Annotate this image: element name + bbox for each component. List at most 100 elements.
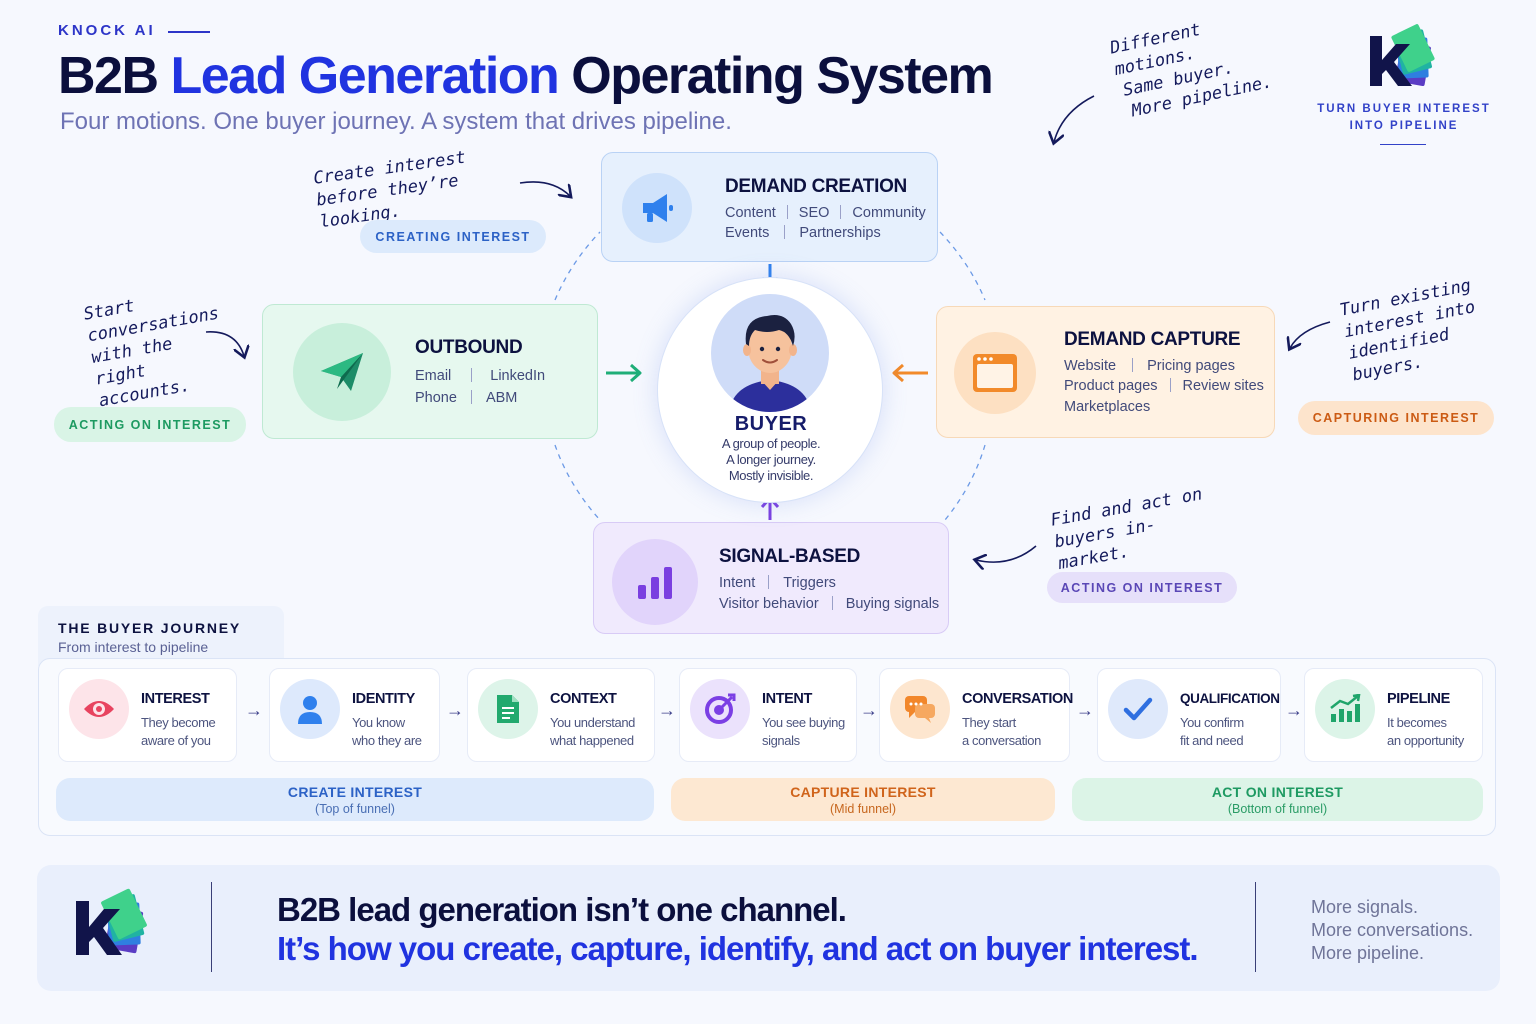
stage-title: IDENTITY <box>352 691 415 707</box>
demand-capture-row2: Product pages Review sites <box>1064 378 1264 394</box>
channel-label: Pricing pages <box>1147 358 1235 374</box>
journey-arrow-icon: → <box>860 700 878 720</box>
journey-title: THE BUYER JOURNEY <box>58 620 242 636</box>
channel-label: LinkedIn <box>490 368 546 384</box>
page-subtitle: Four motions. One buyer journey. A syste… <box>60 108 732 135</box>
journey-arrow-icon: → <box>245 700 263 720</box>
stage-title: CONVERSATION <box>962 691 1073 707</box>
stage-description-line: a conversation <box>962 733 1041 748</box>
brand-underline <box>168 31 210 33</box>
outbound-title: OUTBOUND <box>415 337 523 358</box>
stage-qualification[interactable]: QUALIFICATION You confirm fit and need <box>1097 668 1281 762</box>
stage-pipeline[interactable]: PIPELINE It becomes an opportunity <box>1304 668 1483 762</box>
channel-label: Email <box>415 368 452 384</box>
title-part2: Operating System <box>571 47 994 105</box>
signal-based-row2: Visitor behavior Buying signals <box>719 596 939 612</box>
band-subtitle: (Top of funnel) <box>315 802 395 816</box>
tagline: TURN BUYER INTEREST INTO PIPELINE <box>1310 101 1498 135</box>
funnel-band-capture: CAPTURE INTEREST (Mid funnel) <box>671 778 1055 821</box>
demand-capture-row3: Marketplaces <box>1064 399 1151 415</box>
knock-logo-footer-icon <box>76 888 147 955</box>
bar-chart-icon <box>612 539 698 625</box>
stage-description: You confirm fit and need <box>1180 714 1244 750</box>
footer-headline-line2: It’s how you create, capture, identify, … <box>277 930 1199 967</box>
stage-title: QUALIFICATION <box>1180 691 1280 706</box>
channel-label: Visitor behavior <box>719 596 819 612</box>
channel-label: Product pages <box>1064 378 1158 394</box>
buyer-description-line: Mostly invisible. <box>728 468 814 483</box>
footer-divider <box>1255 882 1256 972</box>
tagline-underline <box>1380 144 1426 145</box>
channel-label: Events <box>725 225 770 241</box>
stage-description-line: signals <box>762 733 800 748</box>
stage-title: CONTEXT <box>550 691 617 707</box>
paper-plane-icon <box>293 323 391 421</box>
demand-creation-row2: Events Partnerships <box>725 225 881 241</box>
band-title: CAPTURE INTEREST <box>790 784 936 800</box>
stage-description-line: You see buying <box>762 715 845 730</box>
capturing-interest-pill: CAPTURING INTEREST <box>1298 401 1494 435</box>
stage-description-line: fit and need <box>1180 733 1244 748</box>
buyer-title: BUYER <box>734 413 808 435</box>
megaphone-icon <box>622 173 692 243</box>
footer-panel <box>37 865 1500 991</box>
dashed-ring <box>554 231 986 521</box>
creating-interest-pill: CREATING INTEREST <box>360 220 546 253</box>
channel-label: ABM <box>485 390 518 406</box>
acting-on-interest-pill-signal: ACTING ON INTEREST <box>1047 572 1237 603</box>
stage-description-line: who they are <box>352 733 422 748</box>
footer-tagline-line: More signals. <box>1311 897 1419 917</box>
acting-on-interest-pill-outbound: ACTING ON INTEREST <box>54 407 246 442</box>
stage-description-line: It becomes <box>1387 715 1447 730</box>
stage-description: You see buying signals <box>762 714 845 750</box>
channel-label: Buying signals <box>845 596 940 612</box>
target-icon <box>690 679 750 739</box>
footer-tagline-line: More pipeline. <box>1311 943 1425 963</box>
channel-label: Community <box>852 205 926 221</box>
channel-label: Partnerships <box>799 225 881 241</box>
flow-arrow-left <box>892 363 928 383</box>
stage-description-line: You confirm <box>1180 715 1244 730</box>
journey-subtitle: From interest to pipeline <box>58 639 209 655</box>
stage-identity[interactable]: IDENTITY You know who they are <box>269 668 440 762</box>
stage-description-line: an opportunity <box>1387 733 1464 748</box>
channel-label: Intent <box>719 575 756 591</box>
stage-title: INTEREST <box>141 691 210 707</box>
hand-arrows <box>205 95 1331 562</box>
title-highlight: Lead Generation <box>170 47 559 105</box>
stage-description-line: You know <box>352 715 405 730</box>
growth-chart-icon <box>1315 679 1375 739</box>
stage-description-line: You understand <box>550 715 636 730</box>
title-part1: B2B <box>58 47 159 105</box>
stage-title: PIPELINE <box>1387 691 1450 707</box>
footer-tagline-line: More conversations. <box>1311 920 1474 940</box>
funnel-band-act: ACT ON INTEREST (Bottom of funnel) <box>1072 778 1483 821</box>
outbound-card[interactable]: OUTBOUND Email LinkedIn Phone ABM <box>262 304 598 439</box>
channel-label: SEO <box>798 205 830 221</box>
brand-name: KNOCK AI <box>58 22 156 39</box>
flow-arrow-right <box>606 363 642 383</box>
journey-arrow-icon: → <box>658 700 676 720</box>
channel-label: Review sites <box>1182 378 1264 394</box>
browser-window-icon <box>954 332 1036 414</box>
buyer-avatar-icon <box>711 294 829 412</box>
channel-label: Phone <box>415 390 457 406</box>
demand-creation-title: DEMAND CREATION <box>725 176 907 197</box>
demand-capture-title: DEMAND CAPTURE <box>1064 329 1241 350</box>
journey-tab <box>38 606 284 666</box>
tagline-line: TURN BUYER INTEREST <box>1317 103 1491 115</box>
person-icon <box>280 679 340 739</box>
buyer-circle[interactable]: BUYER A group of people. A longer journe… <box>657 277 883 503</box>
